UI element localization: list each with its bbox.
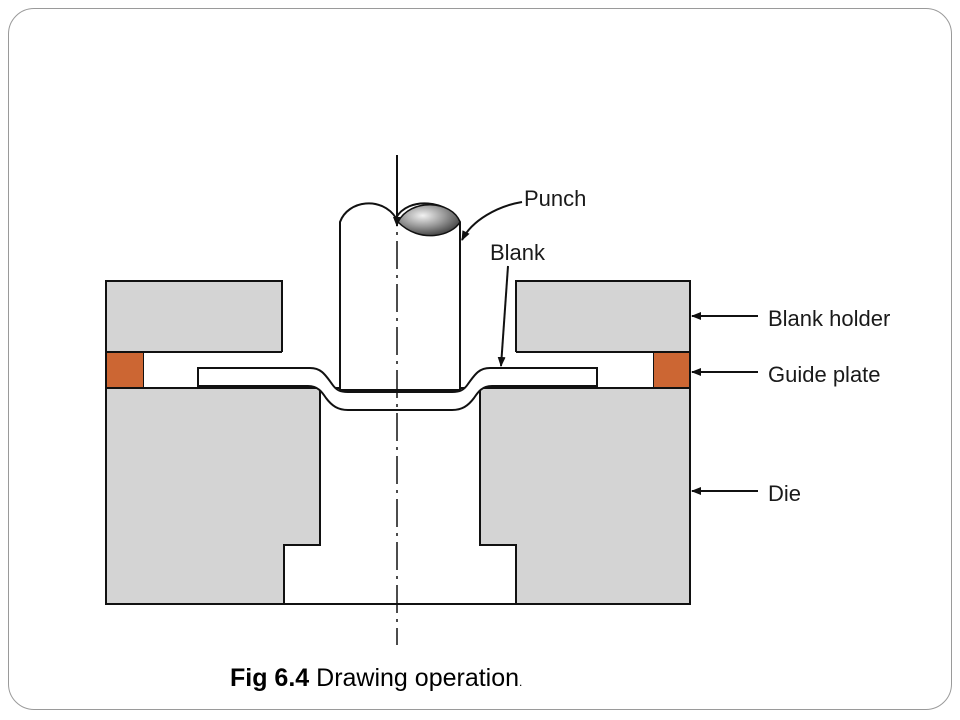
label-blank-holder: Blank holder [768,306,890,331]
blank-holder-right [515,280,691,353]
label-punch: Punch [524,186,586,211]
blank-holder-left [105,280,283,353]
guide-plate-right [652,351,691,389]
figure-number: Fig 6.4 [230,664,310,692]
caption-dot: . [519,675,523,689]
label-blank: Blank [490,240,546,265]
label-die: Die [768,481,801,506]
punch-shaded-cap [397,204,461,237]
punch-leader [461,201,523,241]
figure-caption: Fig 6.4 Drawing operation. [230,664,522,693]
blank [197,367,598,411]
die-cavity [283,388,517,605]
blank-leader [497,265,509,367]
guide-plate-left [105,351,145,389]
label-guide-plate: Guide plate [768,362,881,387]
caption-text: Drawing operation [316,664,520,692]
slide-frame [8,8,952,710]
